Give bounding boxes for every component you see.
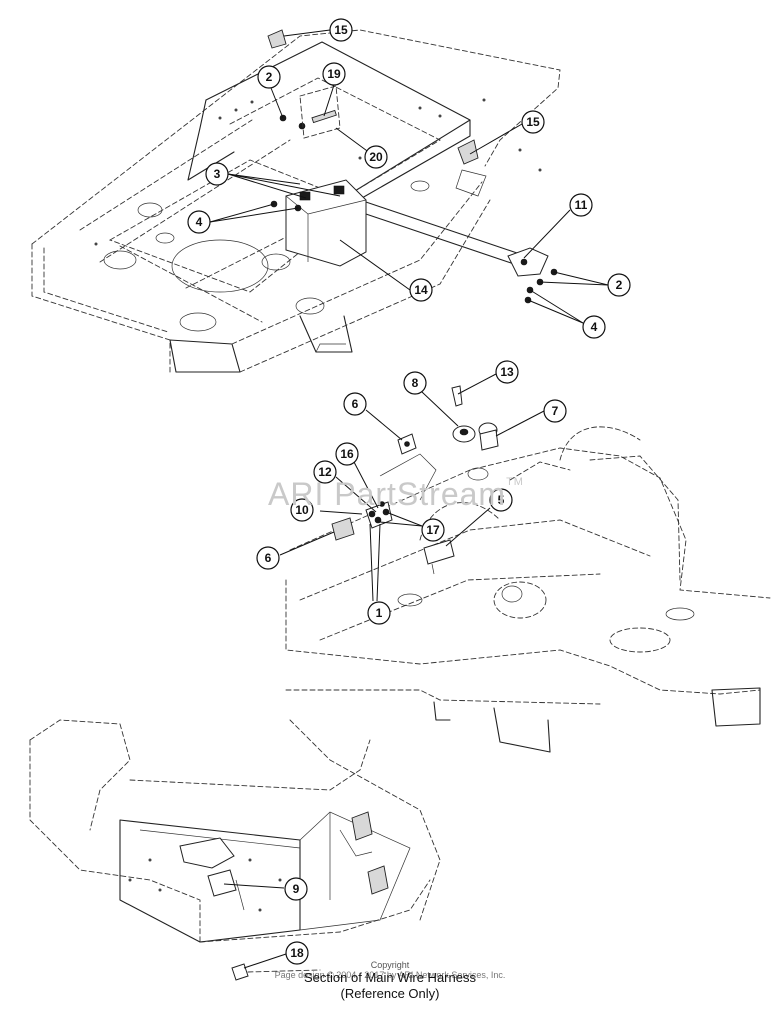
svg-text:17: 17 — [426, 523, 440, 537]
svg-text:4: 4 — [196, 215, 203, 229]
top-frame-assembly — [31, 29, 561, 373]
copyright-notice: Page design © 2004 - 2017 by ARI Network… — [274, 970, 506, 980]
svg-text:3: 3 — [214, 167, 221, 181]
svg-text:2: 2 — [266, 70, 273, 84]
svg-text:13: 13 — [500, 365, 514, 379]
callout-9: 9 — [284, 877, 308, 901]
callout-2-top: 2 — [257, 65, 281, 89]
svg-text:18: 18 — [290, 946, 304, 960]
callout-6-top: 6 — [343, 392, 367, 416]
svg-text:11: 11 — [575, 198, 588, 212]
callout-18: 18 — [285, 941, 309, 965]
callout-15-right: 15 — [521, 110, 545, 134]
svg-text:19: 19 — [327, 67, 341, 81]
svg-text:10: 10 — [295, 503, 309, 517]
callout-10: 10 — [290, 498, 314, 522]
svg-text:6: 6 — [352, 397, 359, 411]
callout-6-bottom: 6 — [256, 546, 280, 570]
callout-8: 8 — [403, 371, 427, 395]
watermark-trademark: TM — [506, 476, 524, 488]
callout-7: 7 — [543, 399, 567, 423]
svg-text:2: 2 — [616, 278, 623, 292]
callout-15-top: 15 — [329, 18, 353, 42]
callout-20: 20 — [364, 145, 388, 169]
callout-2-right: 2 — [607, 273, 631, 297]
svg-text:15: 15 — [526, 115, 540, 129]
callout-12: 12 — [313, 460, 337, 484]
callout-16: 16 — [335, 442, 359, 466]
callout-19: 19 — [322, 62, 346, 86]
svg-text:20: 20 — [369, 150, 383, 164]
svg-text:9: 9 — [293, 882, 300, 896]
caption-line-2: (Reference Only) — [340, 986, 440, 1001]
watermark: ARI PartStreamTM — [268, 476, 524, 513]
callout-4-right: 4 — [582, 315, 606, 339]
callout-4-left: 4 — [187, 210, 211, 234]
svg-text:6: 6 — [265, 551, 272, 565]
callout-17: 17 — [421, 518, 445, 542]
leader-lines — [209, 29, 609, 969]
diagram-caption: Section of Main Wire Harness (Reference … — [250, 970, 530, 1002]
svg-text:15: 15 — [334, 23, 348, 37]
copyright-label: Copyright — [370, 960, 410, 970]
svg-text:1: 1 — [376, 606, 383, 620]
svg-text:16: 16 — [340, 447, 354, 461]
callout-14: 14 — [409, 278, 433, 302]
svg-text:8: 8 — [412, 376, 419, 390]
caption-line-1: Section of Main Wire Harness — [304, 970, 476, 985]
callout-3: 3 — [205, 162, 229, 186]
callout-1: 1 — [367, 601, 391, 625]
svg-text:14: 14 — [414, 283, 428, 297]
svg-text:5: 5 — [498, 493, 505, 507]
middle-fender-assembly — [285, 385, 771, 753]
callout-11: 11 — [569, 193, 593, 217]
callout-13: 13 — [495, 360, 519, 384]
svg-text:4: 4 — [591, 320, 598, 334]
svg-text:7: 7 — [552, 404, 559, 418]
svg-text:12: 12 — [318, 465, 332, 479]
bottom-underside-assembly — [29, 719, 441, 981]
watermark-text: ARI PartStream — [268, 476, 507, 512]
callout-5: 5 — [489, 488, 513, 512]
